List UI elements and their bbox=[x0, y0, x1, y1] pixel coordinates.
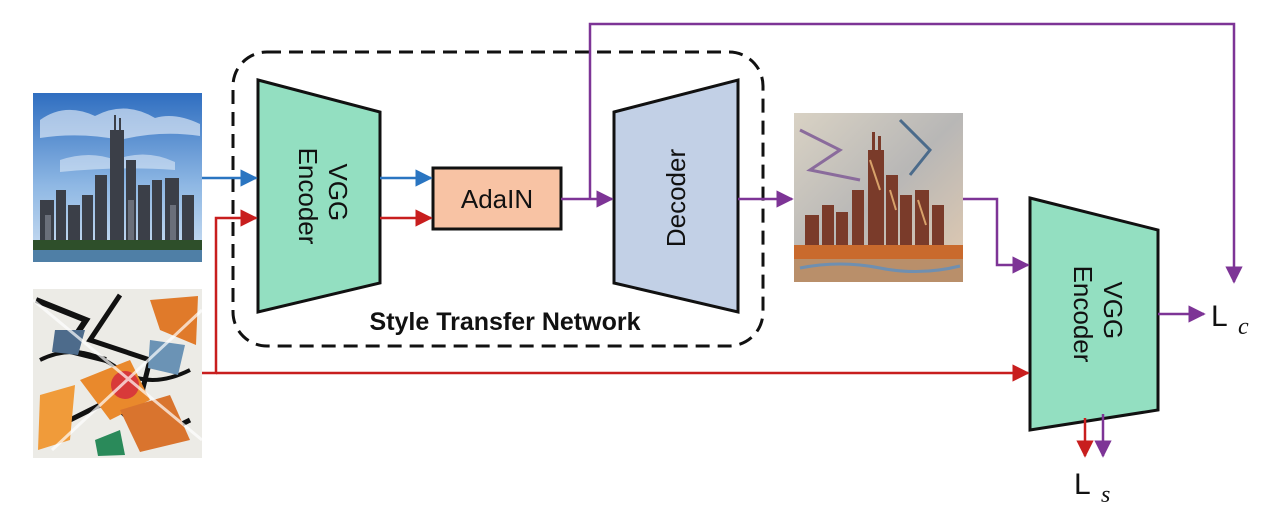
decoder bbox=[612, 78, 740, 314]
arrow-output-to-right-encoder bbox=[963, 197, 1030, 274]
vgg-encoder-left-label: VGG Encoder bbox=[293, 148, 353, 245]
svg-text:L: L bbox=[1211, 300, 1228, 333]
decoder-label: Decoder bbox=[661, 149, 691, 248]
adain-block bbox=[431, 166, 563, 231]
style-loss-label: L s bbox=[1074, 468, 1110, 508]
style-image bbox=[32, 289, 204, 458]
vgg-encoder-right bbox=[1028, 196, 1160, 432]
svg-text:L: L bbox=[1074, 468, 1091, 501]
content-image bbox=[33, 93, 202, 262]
arrow-style-to-encoder bbox=[202, 209, 258, 375]
network-title: Style Transfer Network bbox=[370, 308, 641, 336]
content-loss-label: L c bbox=[1211, 300, 1249, 340]
svg-text:c: c bbox=[1238, 314, 1249, 340]
arrow-adain-to-content-loss bbox=[588, 22, 1243, 284]
svg-text:s: s bbox=[1101, 482, 1110, 508]
output-image bbox=[794, 113, 963, 282]
adain-label: AdaIN bbox=[461, 184, 533, 214]
vgg-encoder-left bbox=[256, 78, 382, 314]
vgg-encoder-right-label: VGG Encoder bbox=[1068, 266, 1128, 363]
